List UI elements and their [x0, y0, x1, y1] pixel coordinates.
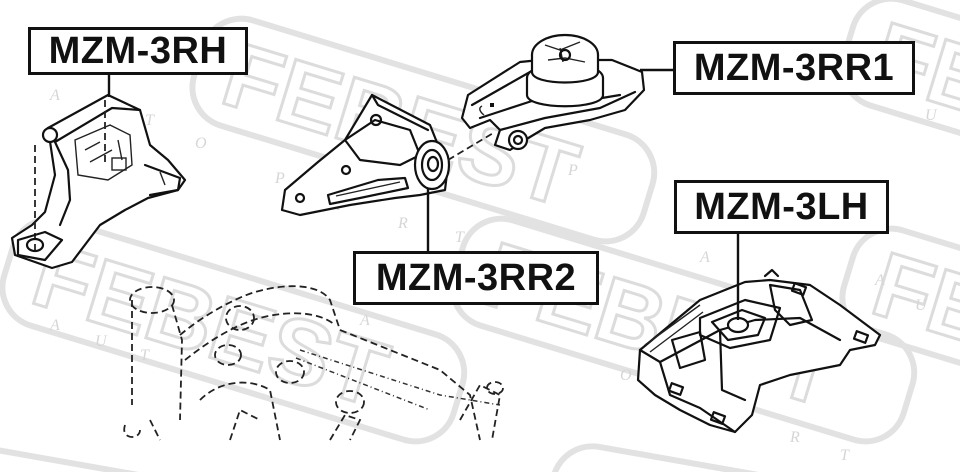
- svg-text:U: U: [95, 333, 108, 350]
- part-number-text: MZM-3RR1: [693, 47, 895, 89]
- svg-text:R: R: [789, 429, 800, 446]
- part-mzm-3lh-drawing: [636, 232, 882, 434]
- part-mzm-3rr2-drawing: [280, 93, 496, 252]
- svg-text:A: A: [49, 87, 60, 104]
- engine-block-outline: [123, 285, 504, 441]
- part-label-mzm-3rr1: MZM-3RR1: [673, 41, 915, 95]
- svg-text:R: R: [397, 215, 408, 232]
- svg-text:A: A: [359, 312, 370, 329]
- svg-text:FEBEST: FEBEST: [862, 3, 960, 207]
- part-number-text: MZM-3LH: [694, 186, 869, 228]
- svg-text:P: P: [567, 162, 578, 179]
- svg-text:T: T: [140, 347, 150, 364]
- svg-text:U: U: [915, 297, 928, 314]
- svg-text:P: P: [274, 170, 285, 187]
- part-label-mzm-3rr2: MZM-3RR2: [353, 251, 599, 305]
- svg-text:A: A: [699, 249, 710, 266]
- svg-text:T: T: [455, 229, 465, 246]
- svg-text:T: T: [840, 447, 850, 464]
- svg-text:T: T: [145, 112, 155, 129]
- part-label-mzm-3lh: MZM-3LH: [674, 180, 889, 234]
- part-mzm-3rh-drawing: [10, 93, 187, 270]
- part-label-mzm-3rh: MZM-3RH: [28, 27, 248, 75]
- svg-text:O: O: [620, 367, 632, 384]
- svg-text:O: O: [195, 135, 207, 152]
- svg-text:U: U: [925, 107, 938, 124]
- part-number-text: MZM-3RR2: [375, 257, 577, 299]
- part-mzm-3rr1-drawing: [460, 33, 675, 152]
- part-number-text: MZM-3RH: [48, 30, 228, 72]
- svg-text:A: A: [874, 272, 885, 289]
- svg-text:A: A: [49, 317, 60, 334]
